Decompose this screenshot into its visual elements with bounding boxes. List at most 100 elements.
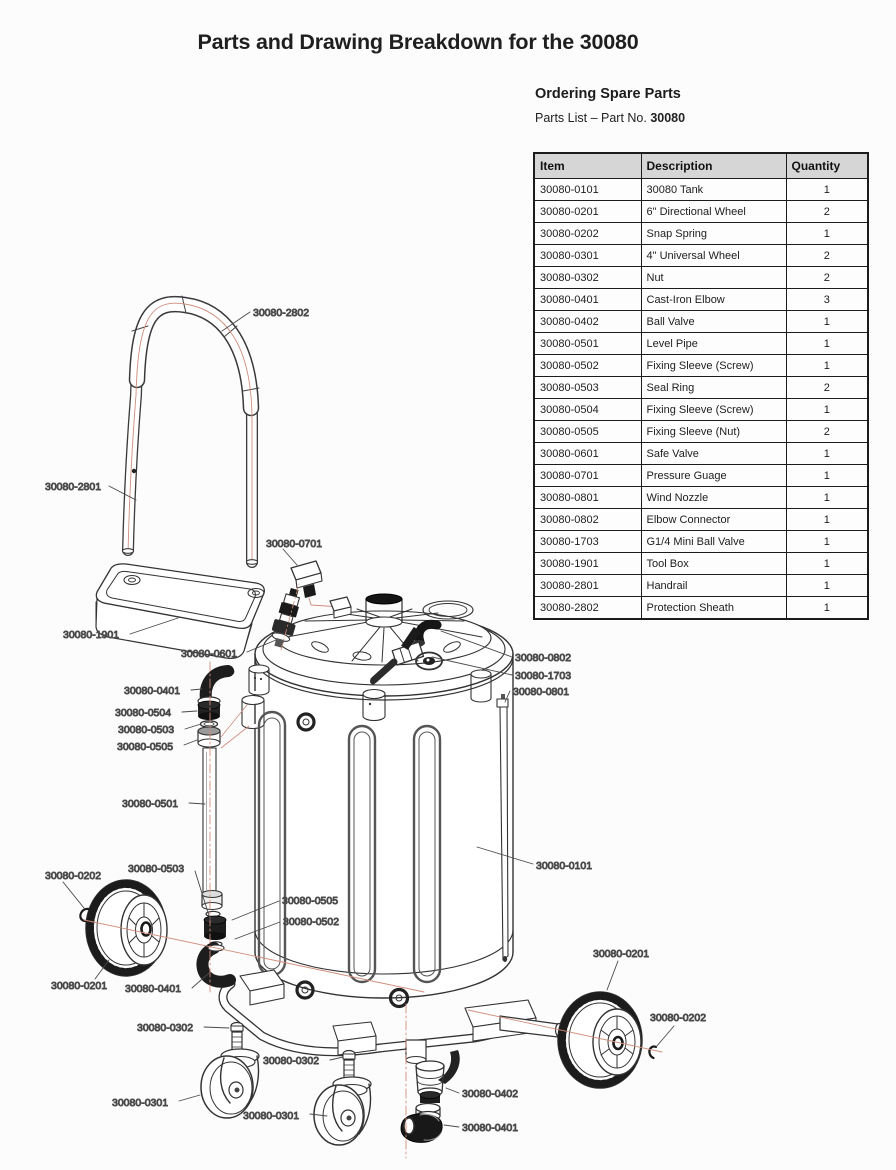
cell-description: Seal Ring bbox=[640, 376, 787, 399]
caster-right-drawing bbox=[313, 1049, 372, 1146]
handrail-drawing bbox=[121, 295, 260, 568]
page-title: Parts and Drawing Breakdown for the 3008… bbox=[197, 30, 639, 54]
cell-item: 30080-0504 bbox=[533, 398, 642, 421]
callout-fixing-sleeve-nut-top: 30080-0505 bbox=[117, 741, 173, 753]
cell-description: G1/4 Mini Ball Valve bbox=[640, 530, 787, 553]
callout-snap-spring-right: 30080-0202 bbox=[650, 1012, 706, 1024]
callout-elbow-connector: 30080-0802 bbox=[515, 652, 571, 664]
cell-quantity: 1 bbox=[785, 596, 869, 620]
top-fittings-drawing bbox=[370, 619, 443, 685]
callout-elbow-top: 30080-0401 bbox=[124, 685, 180, 697]
handle-sockets bbox=[241, 664, 492, 730]
tank-grooves bbox=[257, 710, 442, 984]
cell-description: Ball Valve bbox=[640, 310, 787, 333]
parts-list-prefix: Parts List – Part No. bbox=[535, 111, 651, 125]
callout-level-pipe: 30080-0501 bbox=[122, 798, 178, 810]
callout-elbow-mid: 30080-0401 bbox=[125, 983, 181, 995]
cell-description: Handrail bbox=[640, 574, 787, 597]
cell-quantity: 2 bbox=[785, 376, 869, 399]
callout-wheel-right: 30080-0201 bbox=[593, 948, 649, 960]
callout-seal-ring-bottom: 30080-0503 bbox=[128, 863, 184, 875]
ball-valve-assembly-drawing bbox=[400, 1039, 460, 1143]
callout-wheel-left: 30080-0201 bbox=[51, 980, 107, 992]
callout-fixing-sleeve-screw-top: 30080-0504 bbox=[115, 707, 171, 719]
callout-mini-ball-valve: 30080-1703 bbox=[515, 670, 571, 682]
callout-handrail: 30080-2801 bbox=[45, 481, 101, 493]
cell-description: Fixing Sleeve (Screw) bbox=[640, 398, 787, 421]
cell-item: 30080-0501 bbox=[533, 332, 642, 355]
cell-quantity: 1 bbox=[785, 332, 869, 355]
callout-fixing-sleeve-screw-bottom: 30080-0502 bbox=[283, 916, 339, 928]
cell-item: 30080-0802 bbox=[533, 508, 642, 531]
tank-ports bbox=[295, 712, 410, 1009]
pressure-gauge-drawing bbox=[290, 560, 352, 619]
cell-item: 30080-0505 bbox=[533, 420, 642, 443]
left-wheel-drawing bbox=[79, 879, 168, 977]
cell-description: Protection Sheath bbox=[640, 596, 787, 620]
col-header-item: Item bbox=[533, 152, 642, 179]
level-pipe-assembly-drawing bbox=[196, 665, 236, 988]
callout-snap-spring-left: 30080-0202 bbox=[45, 870, 101, 882]
part-number: 30080 bbox=[650, 111, 686, 125]
callouts: 30080-2802 30080-2801 30080-0701 30080-1… bbox=[45, 307, 707, 1135]
callout-tank: 30080-0101 bbox=[536, 860, 592, 872]
callout-caster-left: 30080-0301 bbox=[112, 1097, 168, 1109]
cell-quantity: 1 bbox=[785, 574, 869, 597]
col-header-description: Description bbox=[640, 152, 787, 179]
callout-nut-left: 30080-0302 bbox=[137, 1022, 193, 1034]
callout-wind-nozzle: 30080-0801 bbox=[513, 686, 569, 698]
cell-item: 30080-2802 bbox=[533, 596, 642, 620]
tank-drawing bbox=[241, 593, 514, 1009]
cell-item: 30080-0402 bbox=[533, 310, 642, 333]
toolbox-drawing bbox=[95, 563, 265, 659]
cell-description: Level Pipe bbox=[640, 332, 787, 355]
cell-description: 6" Directional Wheel bbox=[640, 200, 787, 223]
centerlines bbox=[83, 583, 663, 1159]
callout-protection-sheath: 30080-2802 bbox=[253, 307, 309, 319]
protection-sheath-drawing bbox=[128, 295, 260, 417]
col-header-quantity: Quantity bbox=[785, 152, 869, 179]
callout-tool-box: 30080-1901 bbox=[63, 629, 119, 641]
base-frame-drawing bbox=[218, 969, 564, 1057]
parts-list-subheading: Parts List – Part No. 30080 bbox=[535, 111, 685, 125]
valve-handle bbox=[438, 1050, 460, 1084]
callout-nut-right: 30080-0302 bbox=[263, 1055, 319, 1067]
callout-ball-valve: 30080-0402 bbox=[462, 1088, 518, 1100]
callout-seal-ring-top: 30080-0503 bbox=[118, 724, 174, 736]
cell-item: 30080-1901 bbox=[533, 552, 642, 575]
cell-description: Elbow Connector bbox=[640, 508, 787, 531]
callout-caster-right: 30080-0301 bbox=[243, 1110, 299, 1122]
table-header-row: Item Description Quantity bbox=[533, 152, 869, 179]
callout-safe-valve: 30080-0601 bbox=[181, 648, 237, 660]
ordering-heading: Ordering Spare Parts bbox=[535, 86, 681, 102]
cell-item: 30080-2801 bbox=[533, 574, 642, 597]
wind-nozzle-drawing bbox=[496, 694, 509, 962]
flange-drawing bbox=[415, 651, 443, 671]
callout-pressure-gauge: 30080-0701 bbox=[266, 538, 322, 550]
tank-cap bbox=[365, 593, 403, 628]
cell-item: 30080-0801 bbox=[533, 486, 642, 509]
callout-elbow-bottom: 30080-0401 bbox=[462, 1122, 518, 1134]
cell-item: 30080-0201 bbox=[533, 200, 642, 223]
caster-left-drawing bbox=[200, 1021, 260, 1119]
snap-spring-right-drawing bbox=[648, 1045, 658, 1060]
callout-fixing-sleeve-nut-bottom: 30080-0505 bbox=[282, 895, 338, 907]
